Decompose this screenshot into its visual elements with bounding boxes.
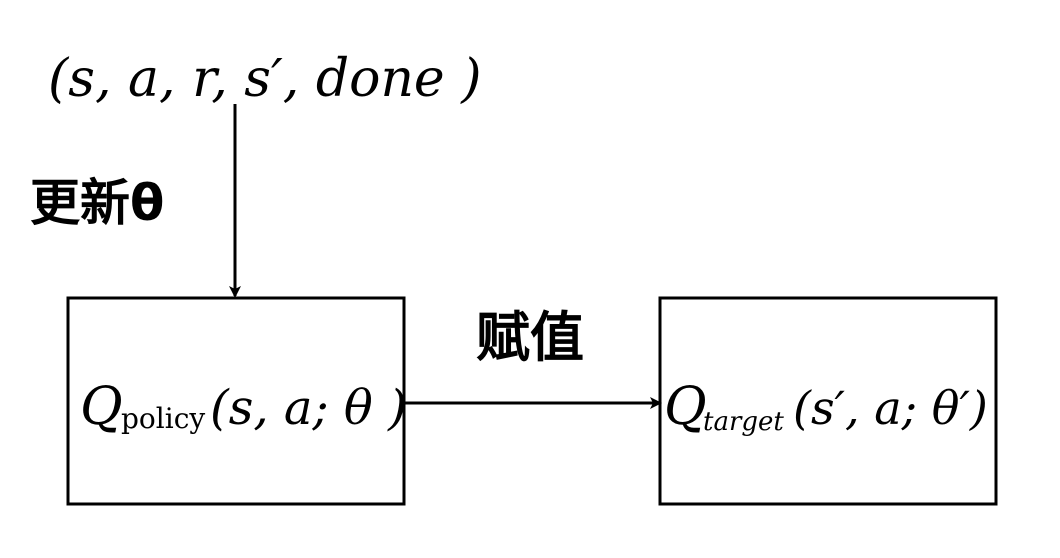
policy-args: (s, a; θ ) <box>210 380 407 436</box>
policy-subscript: policy <box>121 402 205 435</box>
target-q-symbol: Q <box>664 377 707 437</box>
target-network-box <box>658 296 998 506</box>
assign-label: 赋值 <box>476 306 584 369</box>
update-theta-label: 更新θ <box>30 174 164 232</box>
target-subscript: target <box>703 407 784 437</box>
policy-q-symbol: Q <box>80 377 123 437</box>
transition-tuple-label: (s, a, r, s′, done ) <box>48 49 482 109</box>
policy-network-box <box>66 296 406 506</box>
target-args: (s′, a; θ′) <box>793 381 988 435</box>
